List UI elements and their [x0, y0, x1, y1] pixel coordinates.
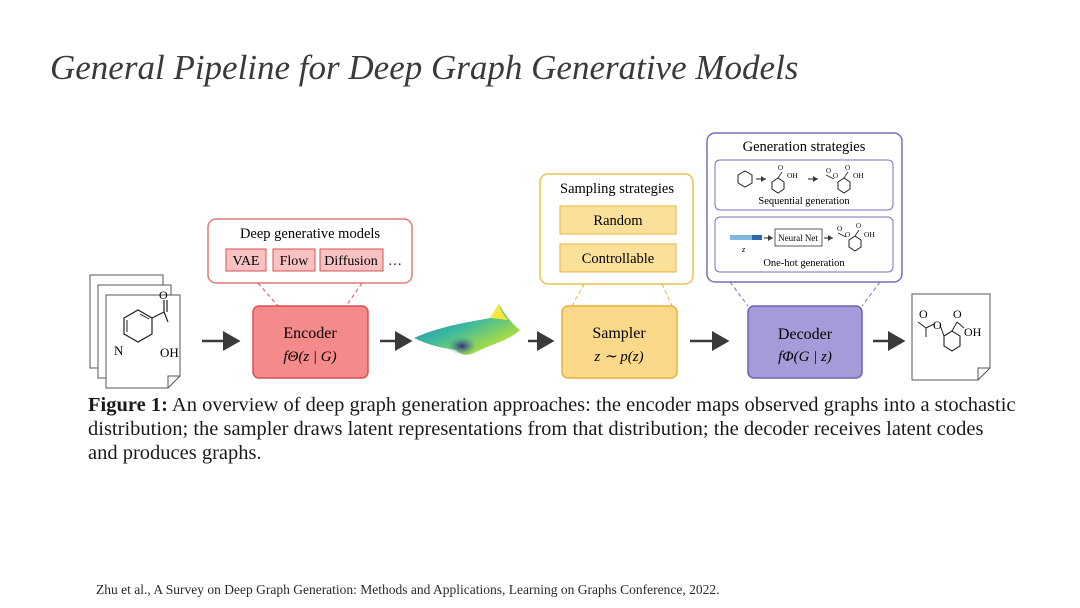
- generation-strategies-panel: Generation strategies OH O O O O OH Sequ…: [706, 132, 903, 283]
- model-chip-flow: [272, 248, 316, 272]
- sampler-formula: z ∼ p(z): [593, 349, 643, 365]
- deep-generative-models-panel: Deep generative models VAE Flow Diffusio…: [207, 218, 413, 284]
- encoder-formula: fΘ(z | G): [283, 349, 336, 365]
- sampler-box: Sampler z ∼ p(z): [561, 305, 678, 379]
- option-random-label: Random: [593, 213, 643, 229]
- svg-text:OH: OH: [853, 171, 864, 180]
- option-random: [559, 205, 677, 235]
- sequential-generation-label: Sequential generation: [758, 196, 850, 207]
- decoder-label: Decoder: [778, 326, 833, 343]
- output-o-label-2: O: [933, 318, 942, 332]
- encoder-label: Encoder: [283, 325, 337, 342]
- sampling-title: Sampling strategies: [560, 181, 674, 197]
- oh-atom-label: OH: [160, 345, 179, 360]
- svg-text:OH: OH: [864, 230, 875, 239]
- input-graph-stack: N O OH: [89, 274, 181, 389]
- z-vector: [730, 235, 762, 240]
- citation: Zhu et al., A Survey on Deep Graph Gener…: [96, 582, 720, 597]
- svg-text:O: O: [778, 164, 783, 172]
- n-atom-label: N: [114, 343, 124, 358]
- latent-distribution-surface: [414, 304, 520, 355]
- model-chip-diffusion: [319, 248, 384, 272]
- svg-text:O: O: [845, 231, 850, 239]
- svg-text:O: O: [837, 225, 842, 233]
- deep-models-title: Deep generative models: [240, 226, 380, 242]
- svg-text:O: O: [826, 167, 831, 175]
- figure-caption: Figure 1: An overview of deep graph gene…: [88, 393, 1018, 465]
- graph-page-front: [105, 294, 181, 389]
- svg-text:O: O: [856, 222, 861, 230]
- output-o-label-3: O: [953, 307, 962, 321]
- encoder-box: Encoder fΘ(z | G): [252, 305, 369, 379]
- decoder-formula: fΦ(G | z): [778, 349, 832, 365]
- svg-text:O: O: [845, 164, 850, 172]
- figure-label: Figure 1:: [88, 394, 168, 416]
- output-o-label-1: O: [919, 307, 928, 321]
- model-chip-flow-label: Flow: [280, 254, 310, 269]
- sequential-subpanel: [714, 159, 894, 211]
- o-atom-label: O: [159, 288, 168, 302]
- neural-net-label: Neural Net: [778, 233, 818, 243]
- option-controllable-label: Controllable: [582, 251, 655, 267]
- svg-text:O: O: [833, 172, 838, 180]
- z-vector-label: z: [741, 245, 746, 254]
- sampler-label: Sampler: [592, 325, 646, 342]
- models-ellipsis: …: [388, 254, 402, 269]
- neural-net-box: [774, 228, 823, 247]
- model-chip-diffusion-label: Diffusion: [324, 254, 377, 269]
- caption-text: An overview of deep graph generation app…: [88, 394, 1016, 464]
- benzene-step1: [737, 170, 753, 188]
- output-graph-page: O O O OH: [911, 293, 991, 381]
- pyridine-ring: [123, 309, 153, 343]
- output-oh-label: OH: [964, 325, 982, 339]
- page-title: General Pipeline for Deep Graph Generati…: [50, 48, 799, 87]
- generation-title: Generation strategies: [743, 139, 866, 155]
- model-chip-vae: [225, 248, 267, 272]
- svg-text:OH: OH: [787, 171, 798, 180]
- decoder-box: Decoder fΦ(G | z): [747, 305, 863, 379]
- page-fold: [167, 375, 180, 388]
- option-controllable: [559, 243, 677, 273]
- sampling-strategies-panel: Sampling strategies Random Controllable: [539, 173, 694, 285]
- onehot-generation-label: One-hot generation: [763, 258, 845, 269]
- model-chip-vae-label: VAE: [233, 254, 260, 269]
